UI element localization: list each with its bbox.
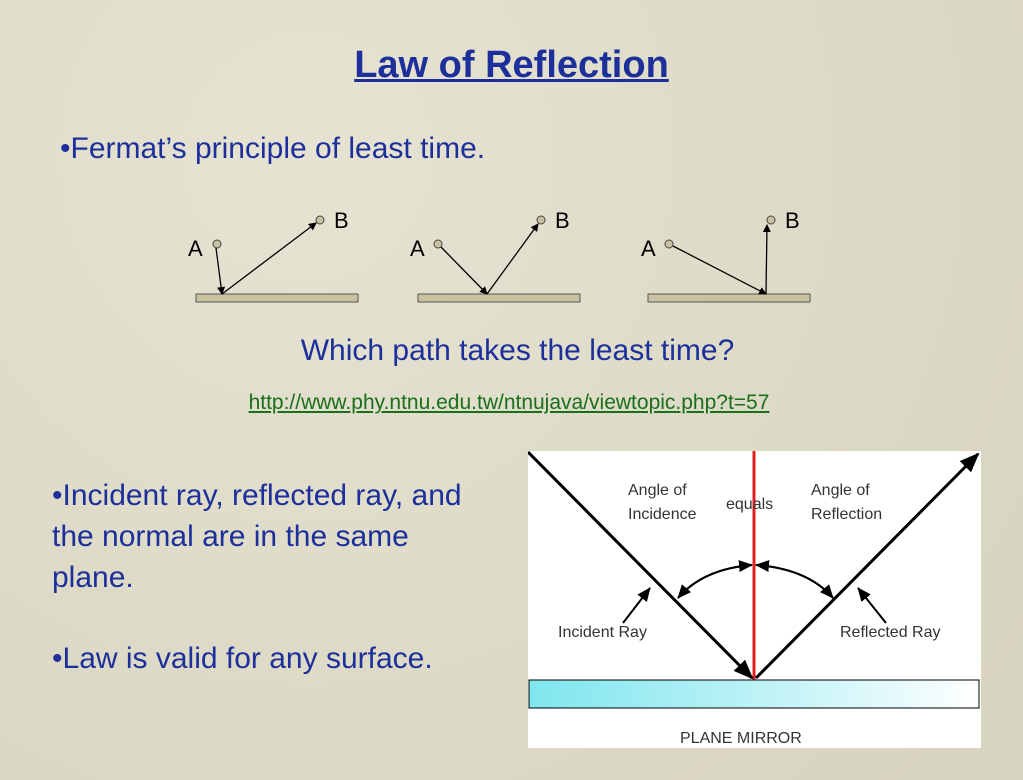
label-b-3: B: [785, 208, 800, 233]
angle-incidence-label-line2: Incidence: [628, 506, 697, 523]
reflection-diagram: Angle of Incidence equals Angle of Refle…: [528, 451, 980, 747]
label-b-2: B: [555, 208, 570, 233]
ray-a-to-mirror-3: [672, 245, 767, 295]
path-option-2: A B: [410, 208, 581, 303]
incident-ray-label: Incident Ray: [558, 624, 647, 641]
reflection-angle-arc: [755, 564, 834, 599]
point-b-2: [536, 215, 546, 225]
point-a-1: [212, 239, 222, 249]
plane-mirror-label: PLANE MIRROR: [680, 730, 802, 747]
reflected-ray-pointer: [857, 587, 887, 624]
plane-mirror-surface: [528, 679, 980, 709]
bullet-same-plane: •Incident ray, reflected ray, and the no…: [52, 479, 462, 594]
reflection-diagram-panel: Angle of Incidence equals Angle of Refle…: [528, 451, 981, 748]
angle-reflection-label-line1: Angle of: [811, 482, 870, 499]
question-text: Which path takes the least time?: [300, 334, 735, 367]
ray-mirror-to-b-3: [762, 224, 771, 295]
slide-title: Law of Reflection: [354, 44, 669, 86]
incidence-angle-arc: [677, 564, 753, 599]
ray-a-to-mirror-1: [215, 247, 226, 295]
bullet-fermat: •Fermat’s principle of least time.: [60, 132, 486, 165]
label-b-1: B: [334, 208, 349, 233]
mirror-surface-3: [647, 293, 811, 303]
point-a-3: [664, 239, 674, 249]
path-option-1: A B: [188, 208, 359, 303]
mirror-surface-2: [417, 293, 581, 303]
point-a-2: [433, 239, 443, 249]
equals-label: equals: [726, 496, 773, 513]
point-b-1: [315, 215, 325, 225]
label-a-1: A: [188, 236, 203, 261]
ray-mirror-to-b-1: [221, 222, 317, 295]
reflection-angle-arc-end: [755, 560, 834, 599]
incident-ray-pointer: [622, 587, 651, 624]
label-a-3: A: [641, 236, 656, 261]
source-link[interactable]: http://www.phy.ntnu.edu.tw/ntnujava/view…: [248, 391, 770, 414]
angle-reflection-label-line2: Reflection: [811, 506, 882, 523]
label-a-2: A: [410, 236, 425, 261]
ray-mirror-to-b-2: [486, 223, 539, 295]
ray-a-to-mirror-2: [440, 246, 488, 295]
point-b-3: [766, 215, 776, 225]
incidence-angle-arc-end: [677, 560, 753, 599]
mirror-surface-1: [195, 293, 359, 303]
path-option-3: A B: [641, 208, 811, 303]
angle-incidence-label-line1: Angle of: [628, 482, 687, 499]
reflected-ray-line: [754, 452, 980, 680]
reflected-ray-label: Reflected Ray: [840, 624, 941, 641]
least-time-paths-figure: A B A B A B: [188, 208, 811, 303]
bullet-any-surface: •Law is valid for any surface.: [52, 642, 433, 675]
incident-ray-line: [528, 451, 754, 680]
